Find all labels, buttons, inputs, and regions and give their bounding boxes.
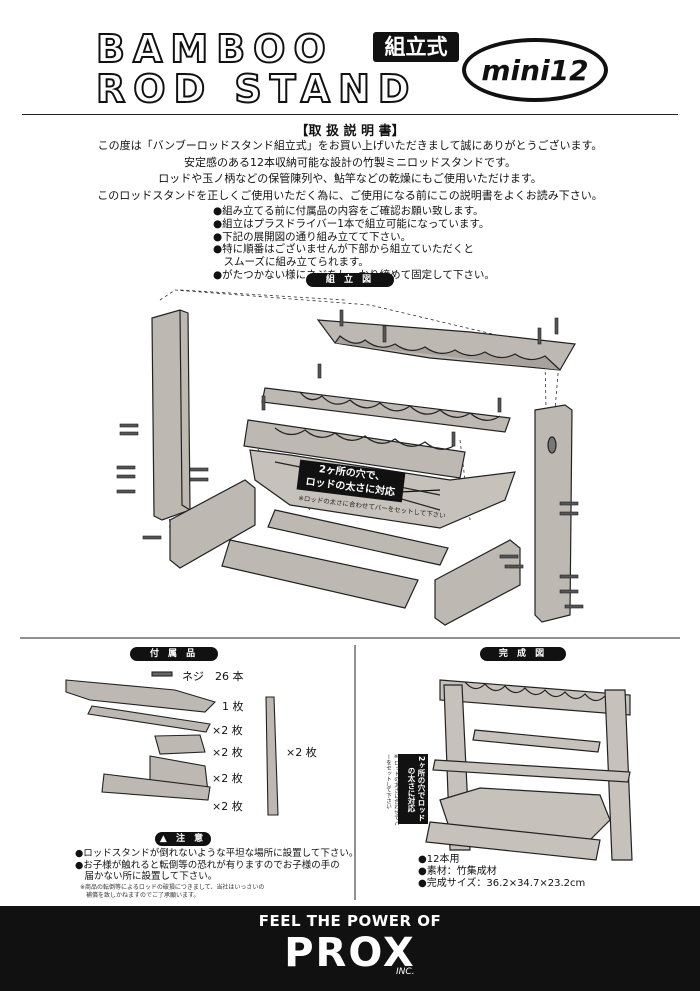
pillar-count: ×2 枚 — [286, 746, 317, 759]
fine-print-line: ※商品の転倒等によるロッドの破損につきまして、当社はいっさいの — [80, 884, 265, 891]
completed-diagram-label: 完 成 図 — [480, 647, 566, 661]
divider — [22, 114, 678, 115]
completed-middle-bar — [432, 759, 631, 783]
accessories-label: 付 属 品 — [130, 647, 218, 661]
model-badge: mini12 — [462, 38, 608, 102]
product-title-line2: ROD STAND — [95, 67, 418, 111]
completed-top-holder — [439, 679, 631, 716]
completed-callout-line2: ロッドの太さに対応 — [407, 766, 426, 822]
caution-label-text: 注 意 — [175, 834, 207, 844]
caution-label: ▲ 注 意 — [155, 832, 211, 846]
caution-note: 届かない所に設置して下さい。 — [75, 871, 218, 882]
brand-inc: INC. — [396, 967, 415, 977]
intro-text: この度は「バンブーロッドスタンド組立式」をお買い上げいただきまして誠にありがとう… — [0, 138, 700, 204]
footer-tagline: FEEL THE POWER OF — [258, 912, 442, 930]
exploded-assembly-diagram — [116, 289, 584, 626]
pillar-part — [265, 696, 279, 816]
small-block-part — [154, 734, 206, 755]
bullet-item: ●特に順番はございませんが下部から組立ていただくと — [213, 243, 474, 256]
bullet-item: ●組立はプラスドライバー1本で組立可能になっています。 — [213, 217, 490, 230]
completed-callout: 2ヶ所の穴でロッドの太さに対応 — [398, 754, 428, 824]
fine-print-line: 補償を致しかねますのでご了承願います。 — [80, 892, 200, 899]
completed-stand — [425, 679, 633, 861]
brand-logo: PROX — [284, 930, 416, 976]
intro-line: ロッドや玉ノ柄などの保管陳列や、鮎竿などの乾燥にもご使用いただけます。 — [158, 172, 542, 185]
accessory-parts — [65, 671, 279, 816]
product-specs: ●12本用 ●素材：竹集成材 ●完成サイズ：36.2×34.7×23.2cm — [418, 854, 585, 890]
caution-note: ●ロッドスタンドが倒れないような平坦な場所に設置して下さい。 — [75, 848, 359, 859]
middle-bar-lower — [243, 419, 466, 479]
bottom-board-front — [221, 539, 419, 609]
manual-title: 【取 扱 説 明 書】 — [295, 124, 405, 139]
header: BAMBOO ROD STAND 組立式 mini12 — [0, 0, 700, 112]
warning-icon: ▲ — [159, 834, 176, 844]
caution-notes: ●ロッドスタンドが倒れないような平坦な場所に設置して下さい。 ●お子様が触れると… — [75, 848, 358, 883]
left-side-panel — [169, 479, 256, 569]
top-holder-part — [65, 679, 217, 713]
screw-count: ネジ 26 本 — [182, 670, 244, 683]
intro-line: 安定感のある12本収納可能な設計の竹製ミニロッドスタンドです。 — [184, 155, 516, 169]
completed-callout-note: ※ロッドの太さに合わせてバーをセットして下さい — [385, 754, 399, 826]
part-count: ×2 枚 — [212, 746, 243, 759]
part-count: 1 枚 — [222, 700, 244, 713]
screw-part — [151, 671, 173, 677]
board-part — [101, 773, 211, 801]
part-count: ×2 枚 — [212, 724, 243, 737]
right-side-panel — [434, 539, 521, 626]
part-count: ×2 枚 — [212, 800, 243, 813]
assembly-diagram-label: 組 立 図 — [306, 273, 394, 287]
bullet-item: ●下記の展開図の通り組み立てて下さい。 — [213, 230, 412, 243]
screws — [116, 309, 584, 609]
model-badge-text: mini12 — [481, 53, 589, 87]
spec-item: ●素材：竹集成材 — [418, 866, 497, 877]
part-count: ×2 枚 — [212, 772, 243, 785]
bar-part — [87, 705, 211, 733]
completed-upper-bar — [472, 729, 601, 753]
right-pillar — [534, 404, 573, 623]
bottom-board-back — [267, 509, 449, 566]
spec-item: ●完成サイズ：36.2×34.7×23.2cm — [418, 878, 586, 889]
product-title-line1: BAMBOO — [95, 27, 334, 71]
bullet-item: スムーズに組み立てられます。 — [213, 256, 369, 269]
caution-note: ●お子様が触れると転倒等の恐れが有りますのでお子様の手の — [75, 859, 340, 871]
footer — [0, 906, 700, 991]
bullet-item: ●組み立てる前に付属品の内容をご確認お願い致します。 — [213, 205, 484, 217]
spec-item: ●12本用 — [418, 854, 460, 865]
caution-fine-print: ※商品の転倒等によるロッドの破損につきまして、当社はいっさいの 補償を致しかねま… — [80, 884, 264, 900]
middle-bar-upper — [261, 387, 511, 433]
intro-line: このロッドスタンドを正しくご使用いただく為に、ご使用になる前にこの説明書をよくお… — [97, 188, 603, 202]
assembly-type-badge: 組立式 — [373, 32, 459, 62]
completed-bottom-board — [425, 821, 601, 861]
completed-callout-line1: 2ヶ所の穴で — [417, 756, 426, 800]
left-pillar — [151, 309, 191, 521]
intro-line: この度は「バンブーロッドスタンド組立式」をお買い上げいただきまして誠にありがとう… — [97, 139, 603, 152]
